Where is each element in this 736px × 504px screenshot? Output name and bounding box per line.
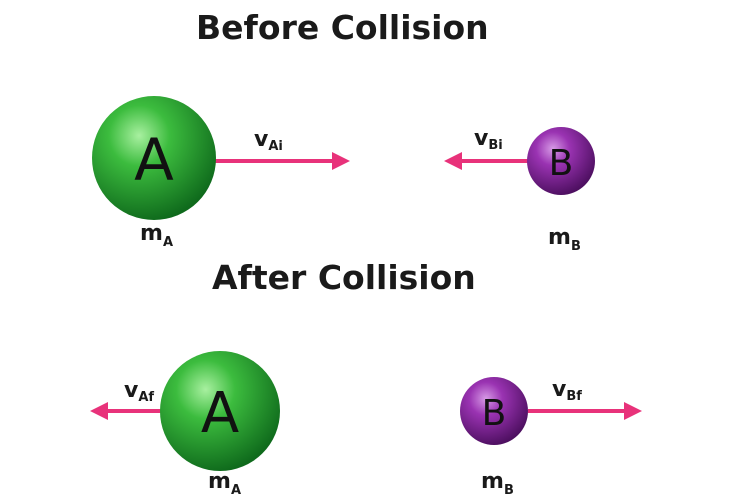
before-ball-b-letter: B [549,143,574,184]
before-velocity-a-arrow [212,152,350,170]
before-ball-b: B [527,127,595,195]
after-ball-a-letter: A [201,381,239,446]
before-velocity-a-label: vAi [254,127,283,154]
after-velocity-b-arrow [528,402,642,420]
after-ball-b: B [460,377,528,445]
after-mass-b-label: mB [481,469,514,498]
before-velocity-b-label: vBi [474,126,503,153]
after-ball-a: A [160,351,280,471]
before-mass-a-label: mA [140,221,173,250]
before-collision-title: Before Collision [196,8,489,47]
after-velocity-b-label: vBf [552,377,582,404]
after-collision-title: After Collision [212,258,476,297]
before-ball-a-letter: A [134,126,174,194]
after-ball-b-letter: B [482,393,507,434]
after-velocity-a-label: vAf [124,378,154,405]
before-mass-b-label: mB [548,225,581,254]
after-velocity-a-arrow [90,402,166,420]
before-velocity-b-arrow [444,152,530,170]
after-mass-a-label: mA [208,469,241,498]
before-ball-a: A [92,96,216,220]
